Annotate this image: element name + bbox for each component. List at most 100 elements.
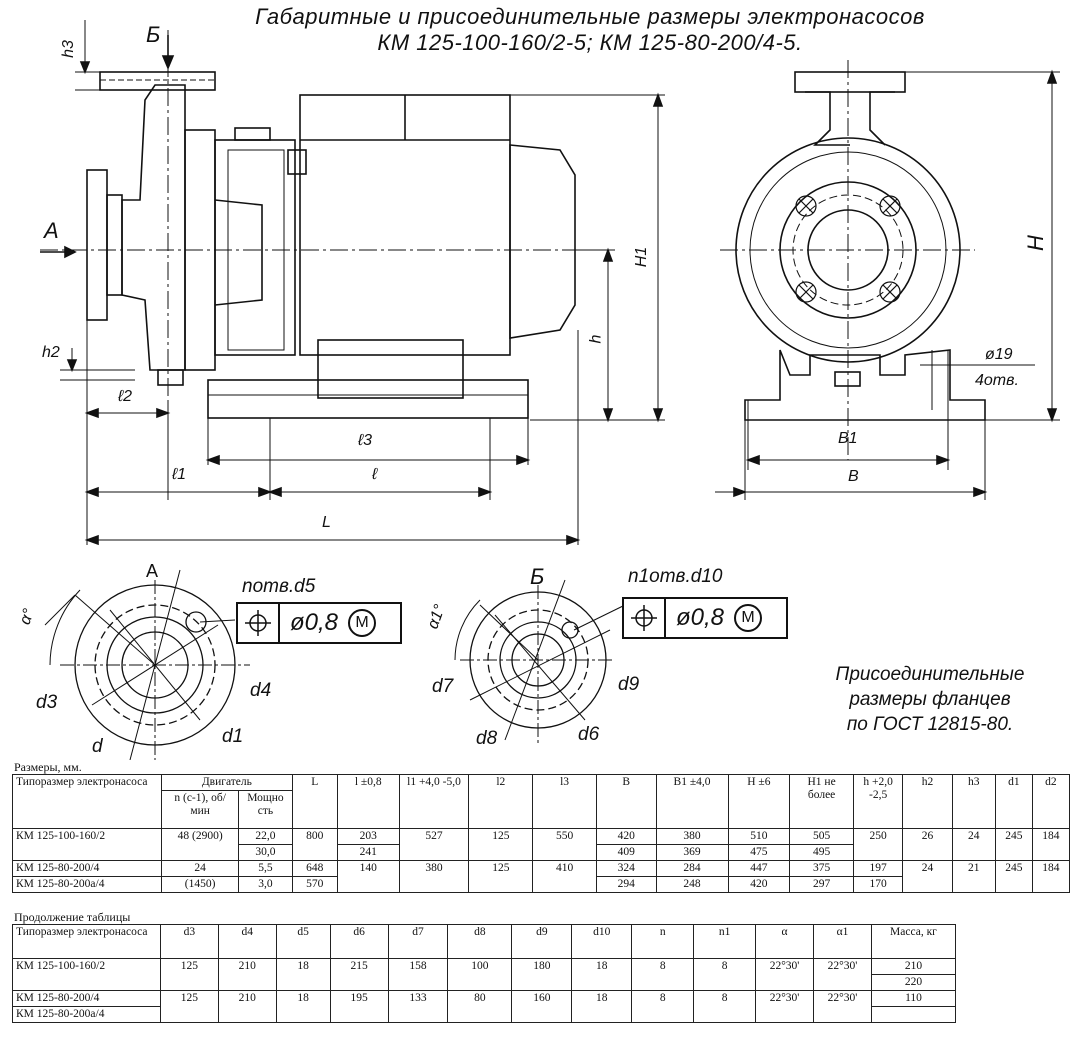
label-l: ℓ — [372, 466, 378, 483]
gost-note: Присоединительные размеры фланцев по ГОС… — [800, 662, 1060, 737]
cell-n: (1450) — [161, 876, 240, 893]
table2-caption: Продолжение таблицы — [14, 910, 131, 924]
cell-d6: 215 — [329, 958, 389, 991]
cell-mass: 210 — [870, 958, 957, 975]
cell-mass — [870, 1006, 957, 1023]
th-H: H ±6 — [727, 774, 791, 829]
cell-L: 800 — [291, 828, 338, 861]
th-L: L — [291, 774, 338, 829]
th-motor: Двигатель — [161, 774, 293, 791]
cell-B1: 248 — [655, 876, 729, 893]
cell-B1: 369 — [655, 844, 729, 861]
label-view-b: Б — [146, 22, 161, 47]
gost-note-line-2: размеры фланцев — [849, 689, 1011, 710]
label-section-a: А — [146, 561, 159, 581]
cell-B: 420 — [595, 828, 657, 845]
cell-h3: 24 — [951, 828, 996, 861]
cell-h2: 26 — [902, 828, 953, 861]
cell-d3: 125 — [159, 990, 219, 1023]
cell-l: 203 — [336, 828, 400, 845]
th2-n1: n1 — [693, 924, 757, 959]
th2-type: Типоразмер электронасоса — [12, 924, 161, 959]
title-line-1: Габаритные и присоединительные размеры э… — [255, 4, 925, 29]
label-section-b: Б — [530, 564, 545, 589]
label-B: B — [848, 468, 859, 485]
cell-n: 8 — [631, 990, 695, 1023]
label-d8: d8 — [476, 728, 498, 749]
cell-n: 24 — [161, 860, 240, 877]
th-n: n (с-1), об/мин — [161, 790, 240, 829]
cell-d10: 18 — [571, 958, 633, 991]
cell-type: КМ 125-80-200а/4 — [11, 876, 163, 893]
cell-mass: 110 — [870, 990, 957, 1007]
label-h: h — [587, 334, 605, 344]
title-line-2: КМ 125-100-160/2-5; КМ 125-80-200/4-5. — [377, 30, 803, 55]
label-B1: B1 — [838, 430, 858, 447]
cell-d1: 245 — [994, 828, 1033, 861]
position-symbol-icon — [238, 604, 280, 642]
front-view — [715, 60, 1060, 500]
label-d: d — [92, 736, 103, 757]
label-d6: d6 — [578, 724, 600, 745]
label-l2: ℓ2 — [118, 388, 133, 405]
table-row: КМ 125-80-200а/4 (1450) 3,0 570 294 248 … — [11, 876, 1070, 893]
label-h3: h3 — [59, 40, 77, 58]
dimensions-table: Типоразмер электронасоса Двигатель L l ±… — [11, 774, 1071, 893]
label-d4: d4 — [250, 680, 272, 701]
th-d1: d1 — [994, 774, 1033, 829]
th-h2: h2 — [902, 774, 953, 829]
th-power: Мощно сть — [238, 790, 293, 829]
mmc-modifier-icon: M — [348, 609, 377, 637]
cell-h2: 24 — [902, 860, 953, 893]
th2-d6: d6 — [329, 924, 389, 959]
cell-power: 5,5 — [238, 860, 293, 877]
cell-alpha1: 22°30' — [813, 990, 872, 1023]
cell-d10: 18 — [571, 990, 633, 1023]
cell-d7: 158 — [387, 958, 449, 991]
cell-H1: 505 — [789, 828, 854, 845]
position-tolerance-frame-a: ø0,8 M — [236, 602, 402, 644]
th2-alpha1: α1 — [813, 924, 872, 959]
cell-n1: 8 — [693, 990, 757, 1023]
label-d1: d1 — [222, 726, 244, 747]
cell-B: 409 — [595, 844, 657, 861]
cell-d1: 245 — [994, 860, 1033, 893]
cell-B: 294 — [595, 876, 657, 893]
cell-H1: 297 — [789, 876, 854, 893]
th-H1: H1 не более — [789, 774, 854, 829]
cell-h: 250 — [852, 828, 904, 861]
dimensions-table-continued: Типоразмер электронасоса d3 d4 d5 d6 d7 … — [12, 924, 957, 1023]
cell-d5: 18 — [275, 990, 331, 1023]
cell-H: 420 — [727, 876, 791, 893]
cell-d8: 100 — [447, 958, 513, 991]
cell-H1: 495 — [789, 844, 854, 861]
cell-d2: 184 — [1031, 860, 1071, 893]
th2-d5: d5 — [275, 924, 331, 959]
cell-l: 241 — [336, 844, 400, 861]
motor-fan-cover — [509, 144, 576, 339]
cell-d8: 80 — [447, 990, 513, 1023]
flange-section-b — [454, 579, 626, 745]
table-row: КМ 125-100-160/2 48 (2900) 22,0 800 203 … — [11, 828, 1071, 861]
tolerance-value-b: ø0,8 — [676, 604, 725, 631]
cell-n1: 8 — [693, 958, 757, 991]
th2-d4: d4 — [217, 924, 277, 959]
th2-n: n — [631, 924, 695, 959]
pump-drawing — [40, 20, 1060, 760]
th2-d8: d8 — [447, 924, 513, 959]
cell-H: 510 — [727, 828, 791, 845]
th-h3: h3 — [951, 774, 996, 829]
cell-l1: 527 — [398, 828, 470, 861]
cell-d9: 160 — [511, 990, 573, 1023]
cell-d9: 180 — [511, 958, 573, 991]
cell-B1: 380 — [655, 828, 729, 845]
cell-type: КМ 125-80-200/4 — [11, 860, 163, 877]
table-row: КМ 125-80-200/4 125 210 18 195 133 80 16… — [12, 990, 957, 1023]
th-h: h +2,0 -2,5 — [852, 774, 904, 829]
label-l1: ℓ1 — [172, 466, 187, 483]
label-n1-holes-d10: n1отв.d10 — [628, 566, 723, 587]
th-B: B — [595, 774, 657, 829]
discharge-flange — [99, 71, 216, 91]
cell-l2: 125 — [468, 860, 534, 893]
th2-alpha: α — [755, 924, 814, 959]
